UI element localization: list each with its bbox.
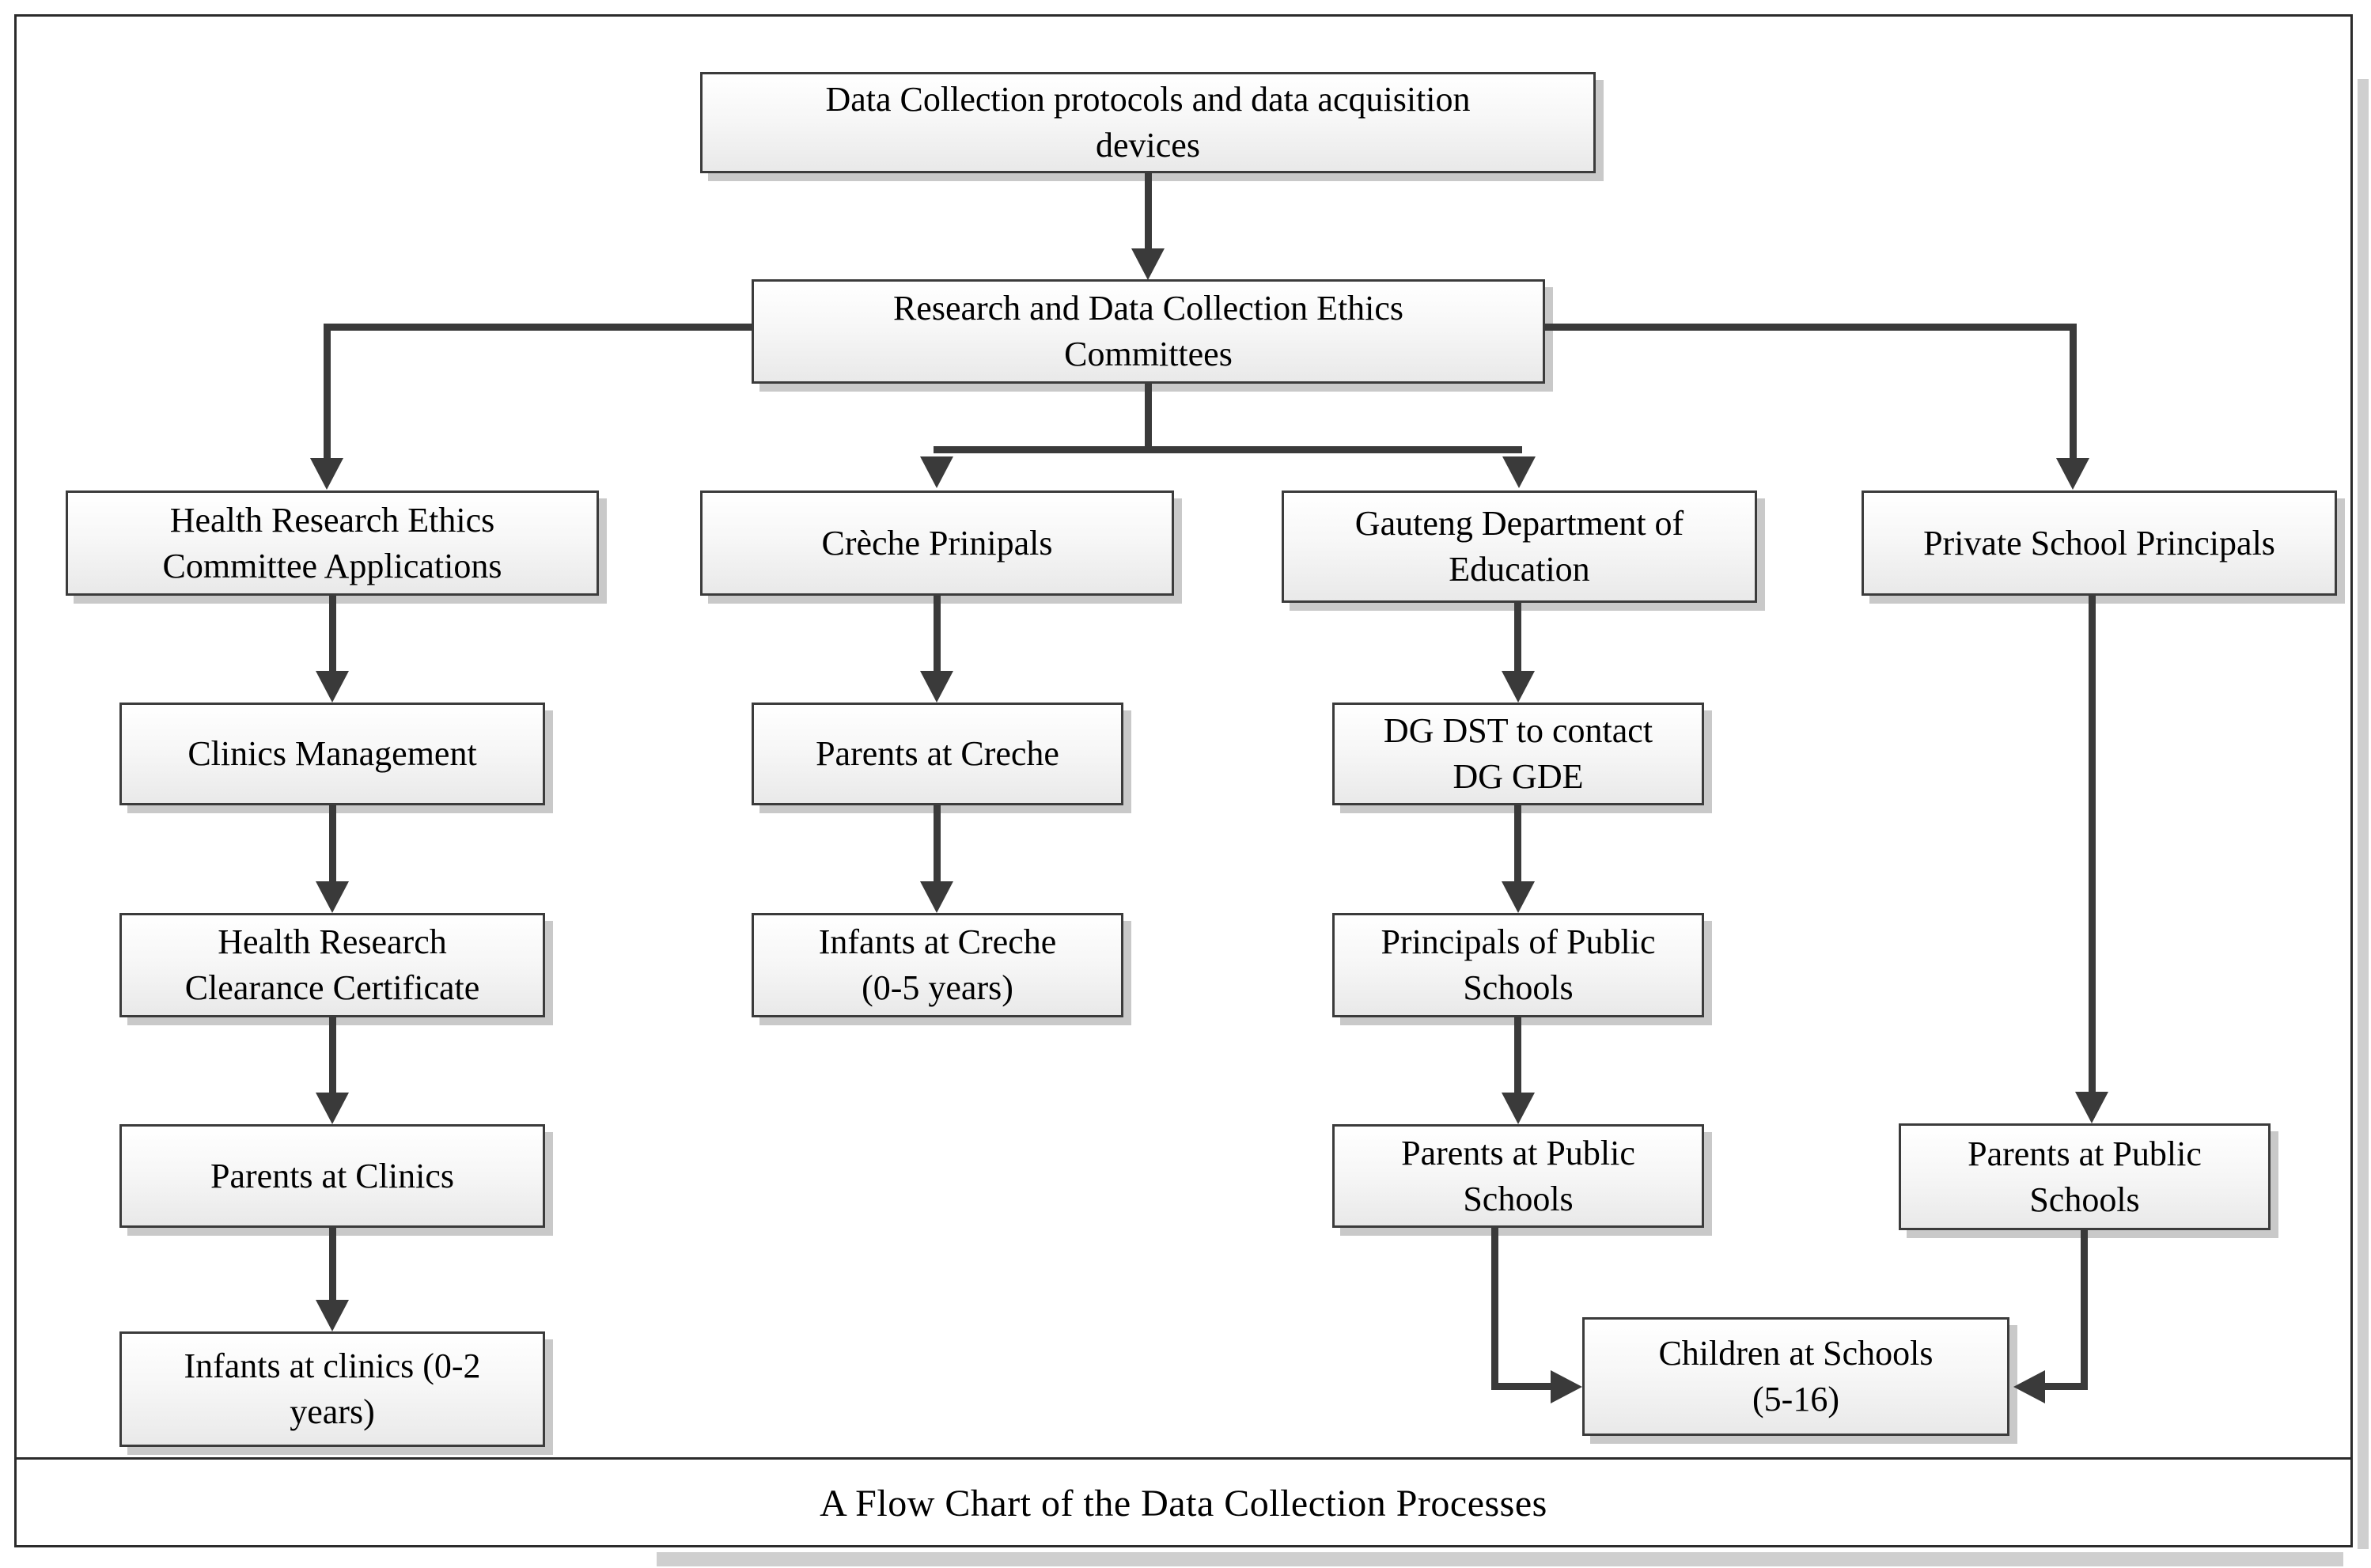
arrow-parents-to-infants-creche-line — [934, 805, 941, 881]
node-private-school-principals: Private School Principals — [1862, 490, 2337, 596]
node-label: Principals of Public Schools — [1381, 922, 1656, 1007]
arrow-protocols-to-ethics-head — [1131, 248, 1165, 280]
figure-shadow-bottom — [657, 1552, 2343, 1566]
arrow-clearance-to-parents-head — [316, 1093, 349, 1124]
arrow-parents-gde-to-children-hline — [1491, 1383, 1551, 1390]
arrow-parents-to-infants-clinics-line — [329, 1228, 336, 1300]
node-parents-at-creche: Parents at Creche — [752, 703, 1123, 805]
node-infants-at-clinics: Infants at clinics (0-2 years) — [119, 1331, 545, 1447]
node-clinics-management: Clinics Management — [119, 703, 545, 805]
arrow-clinics-to-clearance-head — [316, 881, 349, 913]
caption-divider — [14, 1457, 2353, 1460]
node-parents-at-public-schools-private: Parents at Public Schools — [1899, 1123, 2271, 1230]
arrow-parents-private-to-children-vline — [2081, 1230, 2088, 1386]
node-research-ethics-committees: Research and Data Collection Ethics Comm… — [752, 279, 1545, 384]
node-label: Parents at Creche — [816, 734, 1059, 773]
node-label: DG DST to contact DG GDE — [1383, 711, 1653, 796]
arrow-parents-gde-to-children-vline — [1491, 1228, 1498, 1386]
arrow-gauteng-to-dgdst-line — [1514, 603, 1521, 671]
arrow-gauteng-to-dgdst-head — [1502, 671, 1535, 703]
arrow-ethics-to-gauteng-head — [1502, 456, 1536, 488]
arrow-ethics-to-creche-head — [920, 456, 953, 488]
arrow-ethics-middle-bar — [934, 446, 1522, 453]
arrow-creche-to-parents-head — [920, 671, 953, 703]
figure-shadow-right — [2358, 79, 2369, 1549]
node-label: Parents at Clinics — [210, 1156, 454, 1195]
node-label: Health Research Ethics Committee Applica… — [162, 500, 502, 585]
node-health-research-ethics-applications: Health Research Ethics Committee Applica… — [66, 490, 599, 596]
arrow-parents-private-to-children-hline — [2045, 1383, 2088, 1390]
node-dg-dst-to-contact-dg-gde: DG DST to contact DG GDE — [1332, 703, 1704, 805]
arrow-principals-to-parents-public-line — [1514, 1017, 1521, 1093]
arrow-private-to-parents-public-line — [2089, 596, 2096, 1092]
figure-caption: A Flow Chart of the Data Collection Proc… — [820, 1483, 1547, 1524]
node-label: Data Collection protocols and data acqui… — [825, 80, 1471, 165]
arrow-ethics-to-private-head — [2056, 458, 2089, 490]
node-data-collection-protocols: Data Collection protocols and data acqui… — [700, 72, 1596, 173]
node-parents-at-public-schools-gde: Parents at Public Schools — [1332, 1124, 1704, 1228]
node-label: Health Research Clearance Certificate — [184, 922, 480, 1007]
arrow-parents-private-to-children-head — [2013, 1370, 2045, 1403]
node-infants-at-creche: Infants at Creche (0-5 years) — [752, 913, 1123, 1017]
node-label: Private School Principals — [1923, 523, 2275, 562]
arrow-ethics-to-private-hline — [1545, 324, 2077, 331]
node-label: Infants at clinics (0-2 years) — [184, 1346, 481, 1431]
arrow-private-to-parents-public-head — [2075, 1092, 2108, 1123]
node-label: Research and Data Collection Ethics Comm… — [892, 289, 1404, 373]
node-label: Infants at Creche (0-5 years) — [818, 922, 1057, 1007]
arrow-creche-to-parents-line — [934, 596, 941, 671]
node-label: Crèche Prinipals — [821, 523, 1053, 562]
arrow-clearance-to-parents-line — [329, 1017, 336, 1093]
node-creche-principals: Crèche Prinipals — [700, 490, 1174, 596]
arrow-dgdst-to-principals-line — [1514, 805, 1521, 881]
arrow-parents-to-infants-creche-head — [920, 881, 953, 913]
node-label: Parents at Public Schools — [1968, 1134, 2202, 1219]
node-label: Gauteng Department of Education — [1354, 504, 1684, 589]
arrow-ethics-to-hrec-head — [310, 458, 343, 490]
arrow-ethics-to-hrec-vline — [324, 324, 331, 458]
arrow-parents-gde-to-children-head — [1551, 1370, 1582, 1403]
arrow-dgdst-to-principals-head — [1502, 881, 1535, 913]
arrow-principals-to-parents-public-head — [1502, 1093, 1535, 1124]
node-parents-at-clinics: Parents at Clinics — [119, 1124, 545, 1228]
node-label: Clinics Management — [187, 734, 477, 773]
caption-band: A Flow Chart of the Data Collection Proc… — [14, 1460, 2353, 1547]
arrow-clinics-to-clearance-line — [329, 805, 336, 881]
arrow-ethics-middle-stem — [1145, 384, 1152, 449]
arrow-ethics-to-hrec-hline — [324, 324, 752, 331]
arrow-ethics-to-private-vline — [2070, 324, 2077, 458]
node-label: Children at Schools (5-16) — [1658, 1334, 1934, 1418]
node-gauteng-department-of-education: Gauteng Department of Education — [1282, 490, 1757, 603]
arrow-hrec-to-clinics-head — [316, 671, 349, 703]
node-label: Parents at Public Schools — [1401, 1133, 1635, 1218]
figure-border — [14, 14, 2353, 1547]
arrow-parents-to-infants-clinics-head — [316, 1300, 349, 1331]
arrow-protocols-to-ethics-line — [1145, 173, 1152, 248]
node-health-research-clearance-certificate: Health Research Clearance Certificate — [119, 913, 545, 1017]
node-principals-of-public-schools: Principals of Public Schools — [1332, 913, 1704, 1017]
arrow-hrec-to-clinics-line — [329, 596, 336, 671]
node-children-at-schools: Children at Schools (5-16) — [1582, 1317, 2009, 1436]
